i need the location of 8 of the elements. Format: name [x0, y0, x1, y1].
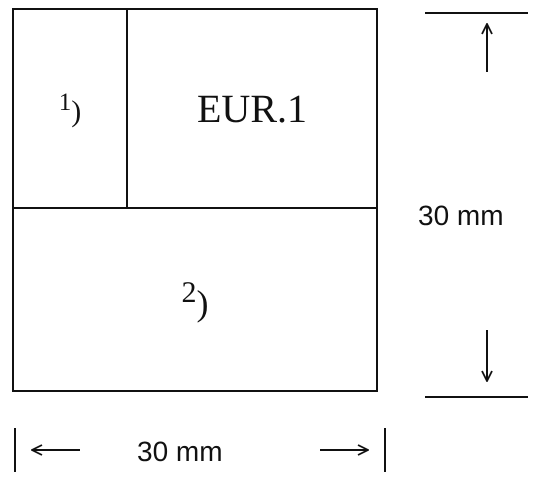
form-field-box — [126, 8, 378, 209]
cell-label: $^{2}$) — [182, 276, 208, 324]
dimension-text: 30 mm — [137, 438, 223, 466]
form-field-box — [12, 8, 128, 209]
dimension-text: 30 mm — [418, 202, 504, 230]
form-field-box — [12, 207, 378, 392]
cell-label: $^{1}$) — [58, 88, 82, 128]
cell-label: EUR.1 — [197, 85, 307, 132]
